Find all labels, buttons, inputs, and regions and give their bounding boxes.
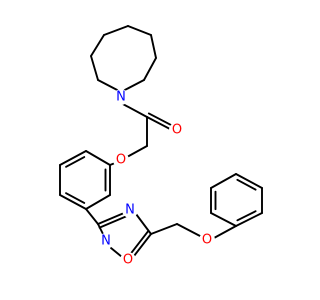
atom-label-o-ether-phenoxy: O <box>202 233 212 248</box>
aromatic-double-bond <box>236 210 257 222</box>
atom-o-ether-aryl: O <box>113 152 129 168</box>
atom-label-o-oxadiazole-1: O <box>123 253 133 268</box>
aromatic-bond <box>210 173 237 189</box>
aryl-oxadiazole-bond <box>85 208 99 225</box>
structure-diagram: N O O N N O O <box>59 25 263 268</box>
atom-n-oxadiazole-2: N <box>98 233 114 249</box>
aromatic-double-bond <box>65 156 86 168</box>
atom-label-o-carbonyl: O <box>172 123 182 138</box>
ether-bond <box>126 145 148 158</box>
amide-bond <box>120 102 148 118</box>
aromatic-bond <box>210 212 237 227</box>
ring-bond <box>90 34 105 57</box>
atom-n-oxadiazole-4: N <box>122 202 138 218</box>
ring-bond <box>97 212 125 225</box>
aromatic-bond <box>59 194 87 210</box>
atom-label-n-oxadiazole-4: N <box>125 203 135 218</box>
ether-bond <box>176 223 201 237</box>
aromatic-bond <box>235 212 263 227</box>
ring-bond <box>90 55 99 81</box>
atom-label-n-oxadiazole-2: N <box>101 234 111 249</box>
ring-bond <box>135 213 152 235</box>
bond-layer <box>59 25 263 258</box>
aromatic-bond <box>85 194 111 210</box>
ring-bond <box>127 25 152 36</box>
carbonyl-double-bond <box>147 112 173 127</box>
aromatic-bond <box>85 150 111 166</box>
atom-label-o-ether-aryl: O <box>116 153 126 168</box>
ring-bond <box>133 233 152 257</box>
ring-bond <box>143 57 157 81</box>
aromatic-bond <box>235 173 263 189</box>
ring-bond <box>150 34 157 59</box>
atom-label-layer: N O O N N O O <box>98 89 215 268</box>
atom-n-azepane: N <box>113 89 129 105</box>
ring-bond <box>103 25 129 36</box>
ring-bond <box>97 223 104 235</box>
molecule-drawing: N O O N N O O <box>59 25 263 268</box>
atom-label-n-azepane: N <box>116 90 126 105</box>
aromatic-double-bond <box>236 178 257 191</box>
ether-bond <box>213 225 237 239</box>
carbonyl-bond <box>146 116 171 130</box>
atom-o-ether-phenoxy: O <box>199 232 215 248</box>
ring-double-bond <box>129 230 149 255</box>
aromatic-bond <box>59 150 87 166</box>
aromatic-double-bond <box>65 192 86 204</box>
atom-o-oxadiazole-1: O <box>120 252 136 268</box>
ring-bond <box>110 247 123 258</box>
methylene-bond <box>150 223 178 235</box>
ring-double-bond <box>98 215 127 229</box>
atom-o-carbonyl: O <box>169 122 185 138</box>
